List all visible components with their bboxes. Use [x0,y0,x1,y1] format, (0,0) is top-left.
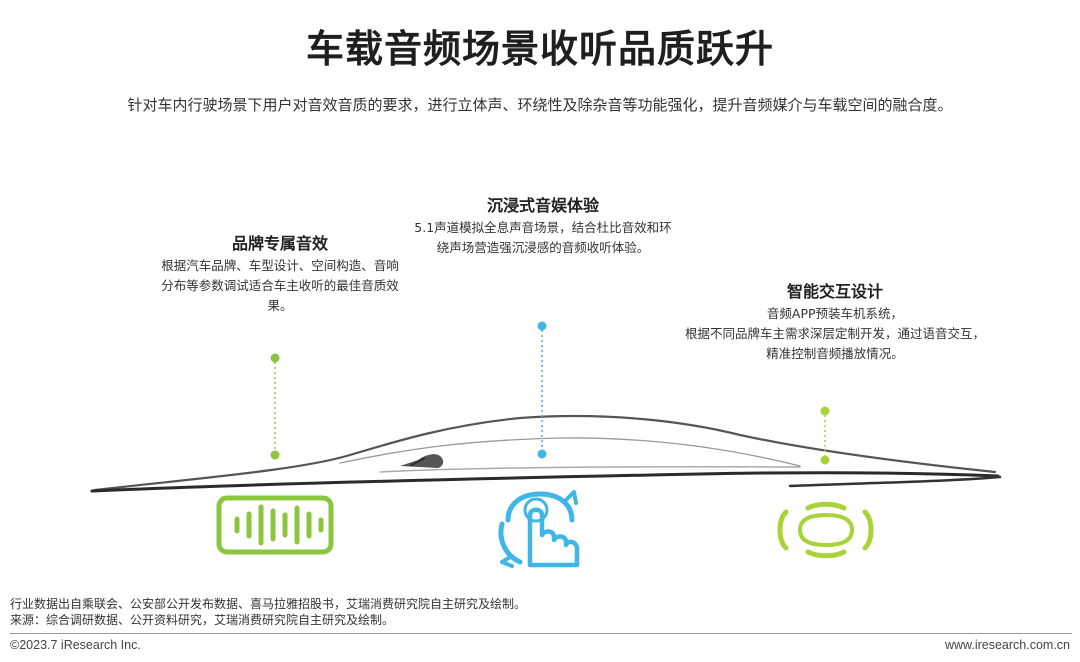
copyright: ©2023.7 iResearch Inc. [10,638,141,652]
feature-title: 品牌专属音效 [231,234,328,253]
touch-interaction-icon [498,490,580,568]
feature-desc-line: 5.1声道模拟全息声音场景，结合杜比音效和环 [414,220,672,235]
feature-desc-line: 根据不同品牌车主需求深层定制开发，通过语音交互， [684,326,985,341]
source-note: 来源：综合调研数据、公开资料研究，艾瑞消费研究院自主研究及绘制。 [10,613,395,627]
car-silhouette [90,414,1002,493]
sound-wave-icon [216,495,334,555]
page-title: 车载音频场景收听品质跃升 [305,27,774,71]
connector-immersive-audio [537,321,547,459]
surround-circle-icon [777,501,874,559]
website-link[interactable]: www.iresearch.com.cn [944,638,1070,652]
data-note: 行业数据出自乘联会、公安部公开发布数据、喜马拉雅招股书，艾瑞消费研究院自主研究及… [10,597,527,611]
feature-desc-line: 音频APP预装车机系统， [766,306,904,321]
feature-title: 智能交互设计 [786,282,883,301]
page-subtitle: 针对车内行驶场景下用户对音效音质的要求，进行立体声、环绕性及除杂音等功能强化，提… [127,96,953,114]
feature-immersive-audio: 沉浸式音娱体验 5.1声道模拟全息声音场景，结合杜比音效和环 绕声场营造强沉浸感… [393,192,693,258]
footer-divider [10,633,1072,634]
feature-description: 音频APP预装车机系统， 根据不同品牌车主需求深层定制开发，通过语音交互， 精准… [665,304,1005,364]
feature-description: 根据汽车品牌、车型设计、空间构造、音响 分布等参数调试适合车主收听的最佳音质效 … [130,256,430,316]
feature-desc-line: 分布等参数调试适合车主收听的最佳音质效 [161,278,399,293]
footer-notes: 行业数据出自乘联会、公安部公开发布数据、喜马拉雅招股书，艾瑞消费研究院自主研究及… [10,596,526,628]
feature-smart-interaction: 智能交互设计 音频APP预装车机系统， 根据不同品牌车主需求深层定制开发，通过语… [665,278,1005,364]
feature-description: 5.1声道模拟全息声音场景，结合杜比音效和环 绕声场营造强沉浸感的音频收听体验。 [393,218,693,258]
mirror-icon [400,454,444,468]
feature-desc-line: 精准控制音频播放情况。 [766,346,904,361]
feature-desc-line: 绕声场营造强沉浸感的音频收听体验。 [436,240,650,255]
feature-title: 沉浸式音娱体验 [486,196,599,215]
feature-desc-line: 根据汽车品牌、车型设计、空间构造、音响 [161,258,399,273]
feature-brand-sound: 品牌专属音效 根据汽车品牌、车型设计、空间构造、音响 分布等参数调试适合车主收听… [130,230,430,316]
feature-desc-line: 果。 [267,298,293,313]
connector-smart-interaction [820,406,830,465]
connector-brand-sound [270,353,280,460]
